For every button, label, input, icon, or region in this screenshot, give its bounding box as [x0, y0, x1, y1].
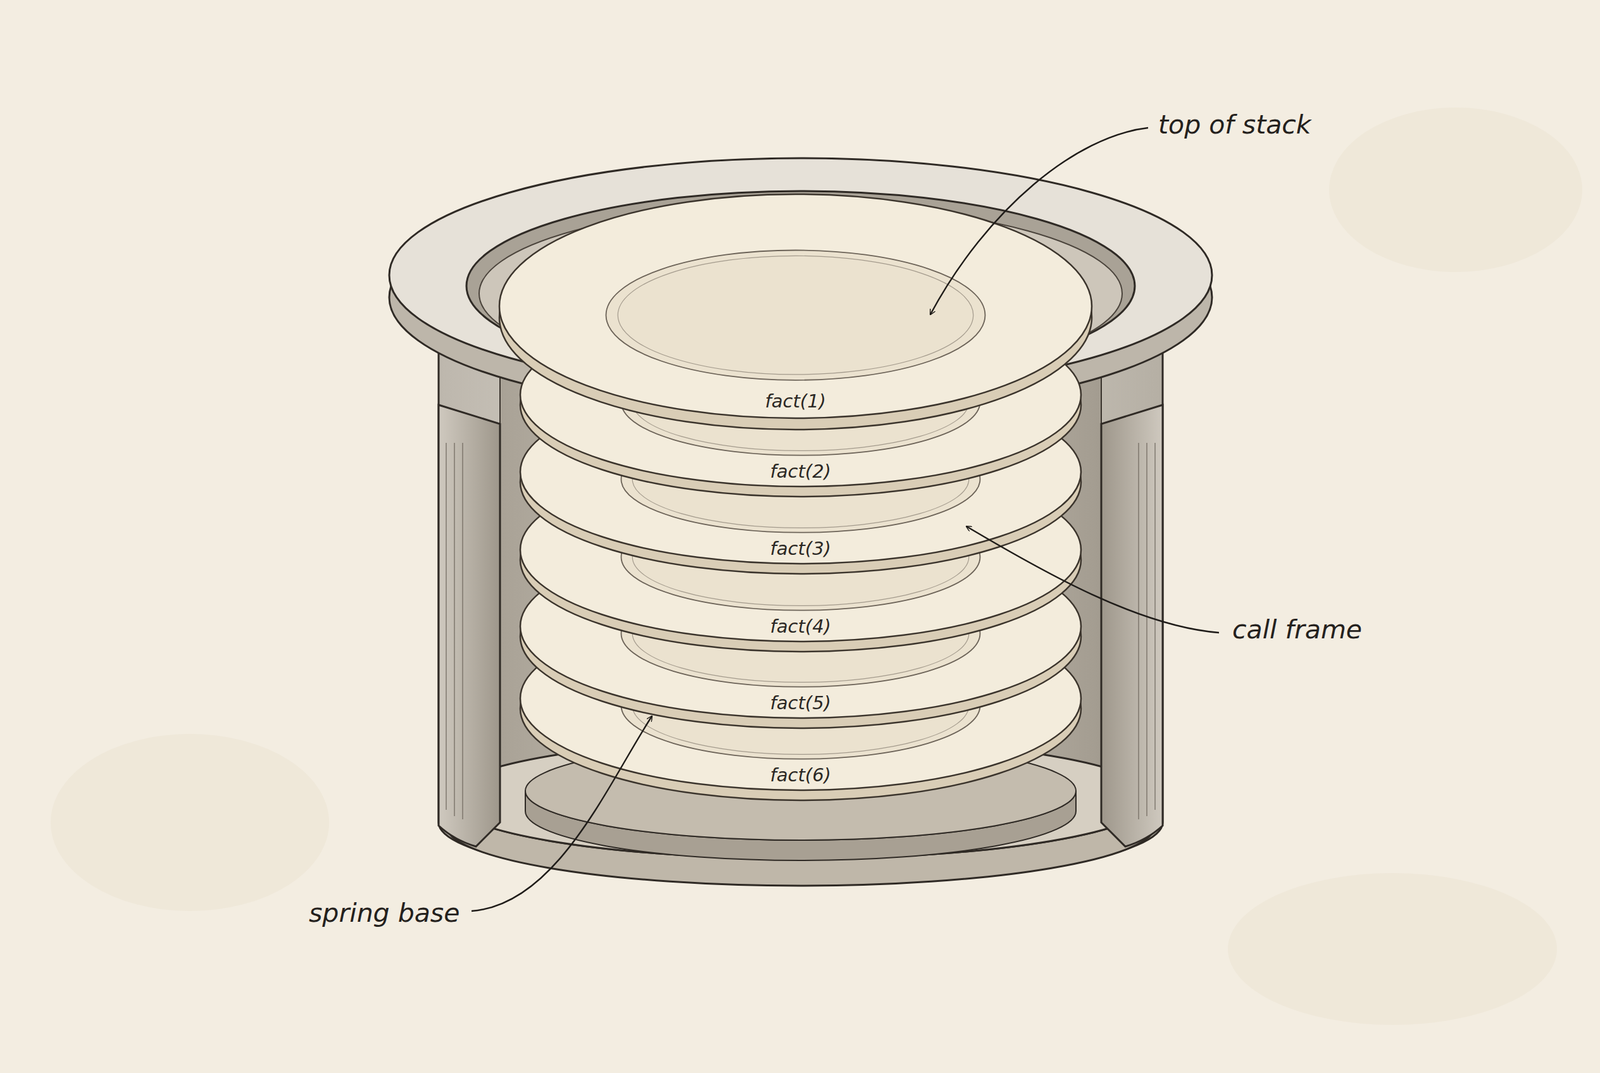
plate-well-edge: [632, 431, 969, 529]
paper-stain: [1329, 107, 1583, 273]
plate-well: [620, 581, 980, 688]
frame-label: fact(5): [517, 692, 1084, 714]
callout-label: top of stack: [1158, 109, 1312, 140]
dispenser-body: [438, 303, 1163, 885]
frame-label: fact(3): [517, 537, 1084, 560]
frame-label: fact(2): [517, 460, 1084, 483]
plate-face: [499, 194, 1092, 419]
plate-well: [620, 426, 980, 533]
plate-face: [520, 534, 1082, 719]
plate-well-edge: [617, 255, 974, 375]
plate-face: [520, 303, 1082, 487]
plate-well-edge: [632, 353, 969, 452]
frame-label: fact(4): [517, 615, 1084, 638]
plate-face: [520, 606, 1082, 791]
paper-stain: [1227, 873, 1557, 1026]
paper-stain: [50, 734, 330, 912]
plate-face: [520, 380, 1082, 564]
plate-well-edge: [632, 585, 969, 683]
plate-well: [620, 653, 980, 760]
plate-well-edge: [632, 657, 969, 756]
plate: fact(1): [496, 191, 1095, 433]
right-wall: [1101, 405, 1163, 847]
plate-well: [605, 250, 985, 381]
callout-label: call frame: [1232, 614, 1363, 645]
callout-label: spring base: [308, 898, 460, 929]
plate-well: [620, 349, 980, 456]
left-wall: [438, 405, 500, 847]
plate-face: [520, 458, 1082, 642]
frame-label: fact(1): [496, 390, 1095, 413]
frame-label: fact(6): [517, 764, 1084, 787]
plate-well: [620, 504, 980, 611]
plate-well-edge: [632, 508, 969, 607]
